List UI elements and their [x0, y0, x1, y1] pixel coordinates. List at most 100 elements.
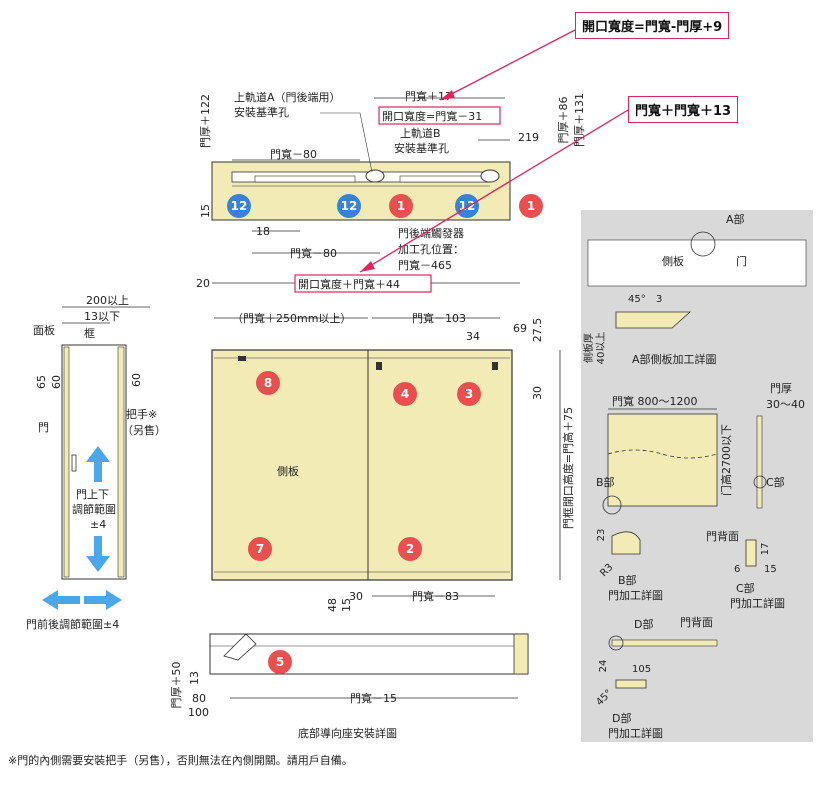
- marker-3-label: 3: [465, 387, 473, 401]
- dim-60-a: 60: [50, 375, 63, 389]
- b-part-circle: [602, 495, 622, 515]
- opening-minus-box: [378, 106, 501, 125]
- dim-20: 20: [196, 277, 210, 290]
- d-detail-1: D部: [612, 711, 631, 725]
- trigger-label-2: 加工孔位置：: [398, 242, 464, 256]
- dim-219: 219: [518, 131, 539, 144]
- marker-12-a: [227, 194, 251, 218]
- detail-panel: A部 側板 门 45° 3 側板厚 40以上 A部側板加工詳圖 門寬 800～1…: [581, 210, 813, 742]
- dim-100: 100: [188, 706, 209, 719]
- marker-2: [398, 537, 422, 561]
- dim-18: 18: [256, 225, 270, 238]
- frontback-arrow-right-icon: [84, 590, 122, 610]
- door-w-minus80-top: 門寬－80: [270, 147, 317, 161]
- callout-box-mid: 門寬＋門寬＋13: [628, 96, 739, 123]
- updown-arrow-down-icon: [86, 536, 110, 572]
- rail-b-part: [399, 175, 491, 183]
- d-part-label: D部: [634, 617, 653, 631]
- dim-30-bottom: 30: [349, 590, 363, 603]
- trigger-label-3: 門寬－465: [398, 258, 452, 272]
- marker-12-c: [455, 194, 479, 218]
- dim-30-right: 30: [531, 386, 544, 400]
- dim-13-bottom: 13: [188, 671, 201, 685]
- updown-label-2: 調節範圍: [72, 502, 116, 516]
- marker-7-label: 7: [256, 542, 264, 556]
- dim-80: 80: [192, 692, 206, 705]
- c-detail-2: 門加工詳圖: [730, 596, 785, 610]
- dim-3-a: 3: [656, 294, 662, 305]
- door-thickness-2: 30～40: [766, 398, 805, 411]
- marker-7: [248, 537, 272, 561]
- side-view: 200以上 13以下 面板 框 65 60 60 門 把手※ （另售） 門上下 …: [26, 294, 166, 631]
- c-detail-shape: [745, 539, 757, 567]
- rail-a-leader: [320, 112, 373, 173]
- side-board-edge: [117, 346, 125, 578]
- a-detail-label: A部側板加工詳圖: [632, 352, 717, 366]
- b-detail-1: B部: [618, 573, 637, 587]
- marker-4-label: 4: [401, 387, 409, 401]
- door-w-103: 門寬－103: [412, 311, 466, 325]
- bottom-caption: 底部導向座安裝詳圖: [298, 726, 397, 740]
- footnote: ※門的內側需要安裝把手（另售），否則無法在內側開關。請用戶自備。: [8, 754, 353, 767]
- bottom-view: 5 門厚＋50 13 80 100 門寬－15 底部導向座安裝詳圖: [170, 633, 529, 740]
- door-w-15: 門寬－15: [350, 691, 397, 705]
- bracket-3: [492, 362, 498, 370]
- marker-4: [393, 382, 417, 406]
- side-thick-2: 40以上: [595, 332, 607, 365]
- side-thick-1: 側板厚: [582, 333, 595, 363]
- dim-200: 200以上: [86, 294, 129, 307]
- b-detail-2: 門加工詳圖: [608, 588, 663, 602]
- door-width-label: 門寬 800～1200: [612, 394, 698, 408]
- dim-door-plus122: 門厚＋122: [199, 94, 212, 148]
- dim-34: 34: [466, 330, 480, 343]
- c-detail-1: C部: [736, 581, 755, 595]
- door-thickness-1: 門厚: [770, 382, 792, 395]
- callout-arrow-top: [439, 29, 576, 101]
- bottom-rail: [209, 633, 529, 675]
- bottom-rail-end: [513, 633, 529, 675]
- door-w-minus80-bottom: 門寬－80: [290, 246, 337, 260]
- dim-23: 23: [596, 529, 607, 542]
- bracket-8: [238, 356, 246, 361]
- rail-a-part: [254, 175, 356, 183]
- door-label: 門: [38, 421, 49, 434]
- door-w-83: 門寬－83: [412, 589, 459, 603]
- b-part-label: B部: [596, 475, 615, 489]
- roller-a: [365, 169, 385, 183]
- dim-15-front: 15: [340, 598, 353, 612]
- frontback-arrow-left-icon: [42, 590, 80, 610]
- callout-arrow-mid: [359, 109, 629, 273]
- updown-arrow-up-icon: [86, 446, 110, 482]
- callout-arrow-top-head: [440, 90, 455, 100]
- front-view: （門寬＋250mm以上） 門寬－103 34 69 27.5 30 門框開口高度…: [211, 311, 575, 612]
- a-part-section: [615, 311, 692, 329]
- dim-door-50: 門厚＋50: [170, 662, 183, 709]
- marker-8-label: 8: [264, 376, 272, 390]
- dim-60-b: 60: [130, 373, 143, 387]
- marker-1-a-label: 1: [397, 199, 405, 213]
- opening-minus-label: 開口寬度=門寬－31: [382, 109, 482, 123]
- opening-plus-label: 開口寬度＋門寬＋44: [298, 277, 400, 291]
- side-board-a-label: 側板: [662, 254, 684, 268]
- dim-65: 65: [35, 375, 48, 389]
- handle-label-2: （另售）: [122, 423, 166, 437]
- marker-8: [256, 371, 280, 395]
- dim-27-5: 27.5: [531, 318, 544, 343]
- trigger-label-1: 門後端觸發器: [398, 226, 464, 240]
- marker-12-b: [337, 194, 361, 218]
- bracket-4: [376, 362, 382, 370]
- door-back-d: 門背面: [680, 615, 713, 629]
- dim-15-c: 15: [764, 564, 777, 575]
- face-board-label: 面板: [33, 323, 55, 337]
- opening-plus-box: [294, 274, 432, 293]
- frontback-label: 門前後調節範圍±4: [26, 617, 119, 631]
- dim-45-a: 45°: [628, 294, 646, 305]
- c-part-circle: [753, 475, 767, 489]
- handle-label-1: 把手※: [126, 407, 157, 421]
- side-door-panel: [63, 346, 70, 578]
- door-w-250: （門寬＋250mm以上）: [232, 311, 351, 325]
- a-part-label: A部: [726, 212, 745, 226]
- updown-label-3: ±4: [90, 518, 106, 531]
- updown-label-1: 門上下: [76, 488, 109, 501]
